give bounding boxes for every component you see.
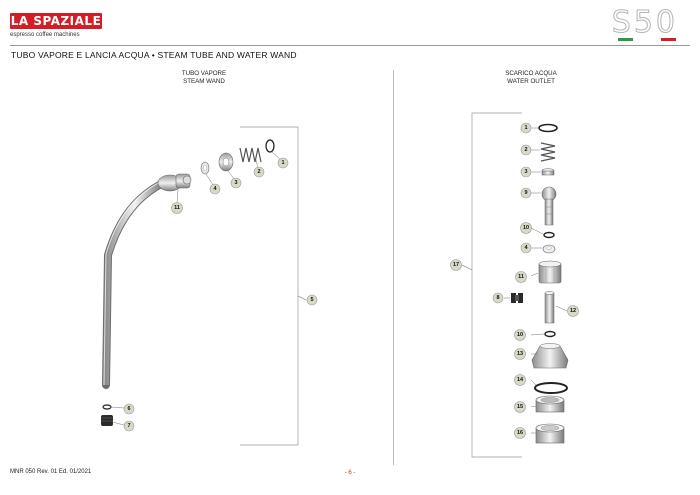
right-leader-lines (504, 127, 568, 434)
callout-number: 9 (524, 190, 527, 196)
callout-badge (567, 305, 579, 317)
part-tube (544, 291, 555, 324)
flag-white (639, 38, 655, 41)
left-callouts (123, 157, 318, 432)
callout-badge (123, 420, 135, 432)
page-title: TUBO VAPORE E LANCIA ACQUA • STEAM TUBE … (11, 50, 297, 60)
part-spring (540, 142, 556, 162)
callout-number: 11 (174, 205, 180, 211)
callout-number: 1 (281, 160, 284, 166)
italian-flag-stripe (618, 38, 676, 41)
callout-number: 8 (496, 295, 499, 301)
flag-red (660, 38, 676, 41)
callout-number: 3 (234, 180, 237, 186)
part-outlet-ring (535, 423, 565, 444)
left-section-title: TUBO VAPORE STEAM WAND (134, 70, 274, 86)
part-tip-seal (102, 404, 112, 410)
part-o-ring (538, 123, 558, 133)
callout-number: 6 (127, 406, 130, 412)
callout-number: 14 (517, 377, 524, 383)
part-o-ring (265, 139, 275, 153)
callout-badge (514, 427, 526, 439)
callout-badge (520, 242, 532, 254)
part-nut (218, 152, 234, 172)
part-cap (541, 168, 555, 176)
water-outlet-bracket (461, 112, 522, 458)
document-info: MNR 050 Rev. 01 Ed. 01/2021 (10, 469, 92, 475)
part-o-ring (544, 330, 556, 338)
steam-wand-bracket (240, 126, 307, 446)
left-leader-lines (110, 151, 282, 426)
callout-number: 5 (310, 297, 313, 303)
left-title-it: TUBO VAPORE (181, 70, 227, 77)
brand-tagline: espresso coffee machines (10, 32, 80, 38)
model-logo: S50 (611, 5, 678, 40)
callout-badge (277, 157, 289, 169)
callout-number: 10 (517, 332, 523, 338)
callout-badge (450, 259, 462, 271)
part-large-o-ring (534, 382, 568, 394)
right-title-en: WATER OUTLET (507, 78, 555, 85)
right-section-title: SCARICO ACQUA WATER OUTLET (461, 70, 601, 86)
callout-badge (306, 294, 318, 306)
callout-number: 3 (524, 169, 527, 175)
callout-badge (230, 177, 242, 189)
callout-number: 15 (517, 404, 523, 410)
part-washer (200, 161, 210, 175)
callout-number: 4 (213, 186, 217, 192)
callout-badge (520, 166, 532, 178)
part-clip (511, 293, 523, 303)
brand-logo: LA SPAZIALE (10, 13, 102, 29)
section-divider (393, 70, 394, 465)
callout-number: 13 (517, 351, 523, 357)
right-callouts (450, 122, 579, 439)
part-piston (541, 186, 557, 226)
callout-badge (253, 166, 265, 178)
callout-badge (514, 401, 526, 413)
callout-number: 4 (524, 245, 528, 251)
callout-badge (492, 292, 504, 304)
callout-badge (520, 122, 532, 134)
callout-badge (520, 144, 532, 156)
callout-badge (171, 202, 183, 214)
callout-number: 17 (453, 262, 459, 268)
callout-badge (520, 222, 532, 234)
part-cone-body (531, 343, 569, 369)
callout-badge (520, 187, 532, 199)
right-title-it: SCARICO ACQUA (505, 70, 557, 77)
steam-tube (102, 179, 167, 389)
page-number: - 6 - (344, 470, 356, 476)
left-title-en: STEAM WAND (183, 78, 225, 85)
callout-number: 2 (257, 169, 260, 175)
callout-number: 16 (517, 430, 523, 436)
steam-valve-joint (157, 173, 192, 192)
part-filter-ring (535, 395, 565, 413)
callout-number: 11 (518, 274, 524, 280)
callout-number: 1 (524, 125, 527, 131)
part-washer (542, 244, 556, 254)
callout-number: 7 (127, 423, 130, 429)
callout-badge (514, 348, 526, 360)
callout-badge (515, 271, 527, 283)
callout-badge (209, 183, 221, 195)
callout-number: 10 (523, 225, 529, 231)
flag-green (618, 38, 634, 41)
callout-number: 2 (524, 147, 527, 153)
callout-badge (514, 374, 526, 386)
part-spring (239, 147, 262, 163)
part-hex-fitting (538, 260, 562, 284)
part-tip-nozzle (101, 415, 113, 426)
part-o-ring (543, 231, 555, 239)
callout-number: 12 (570, 308, 576, 314)
callout-badge (514, 329, 526, 341)
header-divider (10, 45, 690, 46)
callout-badge (123, 403, 135, 415)
